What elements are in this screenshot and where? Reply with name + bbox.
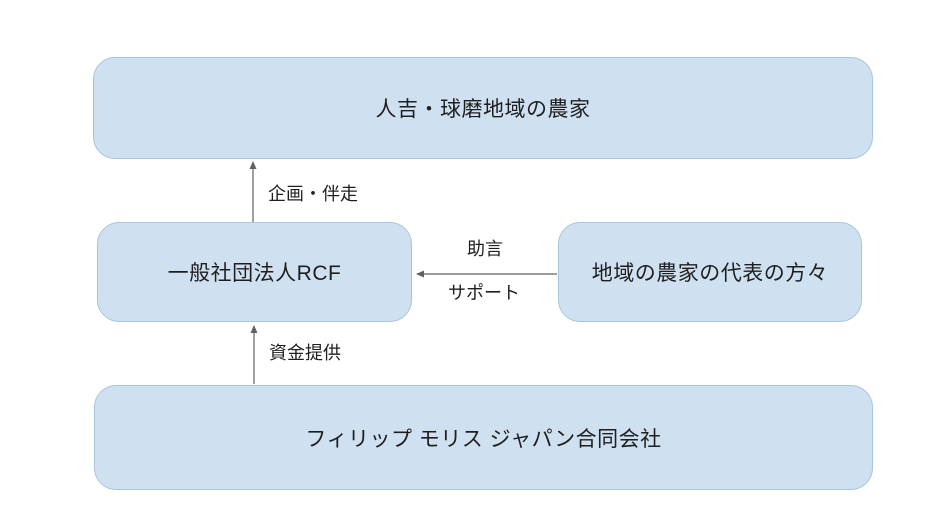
edge-label-advice: 助言 bbox=[467, 239, 503, 259]
node-philip-morris-label: フィリップ モリス ジャパン合同会社 bbox=[305, 427, 662, 451]
node-philip-morris: フィリップ モリス ジャパン合同会社 bbox=[94, 385, 873, 490]
node-representatives-label: 地域の農家の代表の方々 bbox=[591, 262, 829, 285]
node-farmers: 人吉・球磨地域の農家 bbox=[93, 57, 873, 159]
edge-label-support: サポート bbox=[448, 283, 520, 303]
edge-label-planning: 企画・伴走 bbox=[268, 184, 358, 204]
node-rcf-label: 一般社団法人RCF bbox=[167, 262, 342, 285]
node-farmers-label: 人吉・球磨地域の農家 bbox=[375, 98, 591, 121]
node-rcf: 一般社団法人RCF bbox=[97, 222, 412, 322]
edge-label-funding: 資金提供 bbox=[269, 343, 341, 363]
node-representatives: 地域の農家の代表の方々 bbox=[558, 222, 862, 322]
